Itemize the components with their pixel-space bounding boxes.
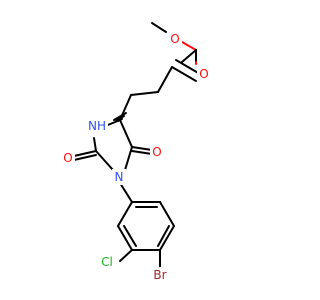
ring-nitrogen-label: N: [115, 170, 124, 184]
carbonyl-oxygen-label: O: [199, 67, 208, 81]
bond-c5-o-2: [131, 150, 153, 155]
ester-oxygen-label: O: [170, 32, 179, 46]
ester-c-double-o-line1: [171, 66, 197, 82]
ring-inner-1: [123, 225, 137, 247]
bond-ch2-1: [157, 66, 173, 93]
ring-bond-2: [117, 225, 133, 251]
chlorine-label: Cl: [101, 255, 113, 269]
bond-c2-o-1: [73, 150, 97, 157]
bond-n3-c2: [93, 137, 97, 152]
bond-c5-o-1: [131, 146, 153, 151]
bond-c2-n1: [95, 150, 114, 171]
molecule-diagram: O O NH N O O Cl Br: [63, 22, 209, 282]
bond-n1-aryl: [119, 182, 133, 203]
amide-oxygen-label: O: [152, 145, 161, 159]
ring-inner-2: [157, 225, 170, 247]
bond-c4-c5: [119, 119, 133, 148]
bond-methyl-o: [151, 22, 167, 33]
structure-svg: O O NH N O O Cl Br: [63, 22, 209, 282]
bond-o-carbonyl-c: [181, 41, 197, 51]
bond-c5-n1: [124, 146, 133, 171]
bromine-label: Br: [153, 268, 166, 282]
ring-bond-1: [117, 201, 133, 227]
ring-bond-4: [159, 225, 175, 251]
bond-c2-o-2: [73, 154, 97, 161]
nh-label: NH: [88, 119, 106, 133]
ring-bond-5: [159, 201, 175, 227]
bond-ch2-2: [130, 91, 159, 96]
urea-oxygen-label: O: [63, 151, 72, 165]
bond-c-cl: [119, 249, 133, 262]
bond-ch2-a: [181, 49, 197, 63]
ester-c-double-o-line2: [175, 59, 201, 75]
